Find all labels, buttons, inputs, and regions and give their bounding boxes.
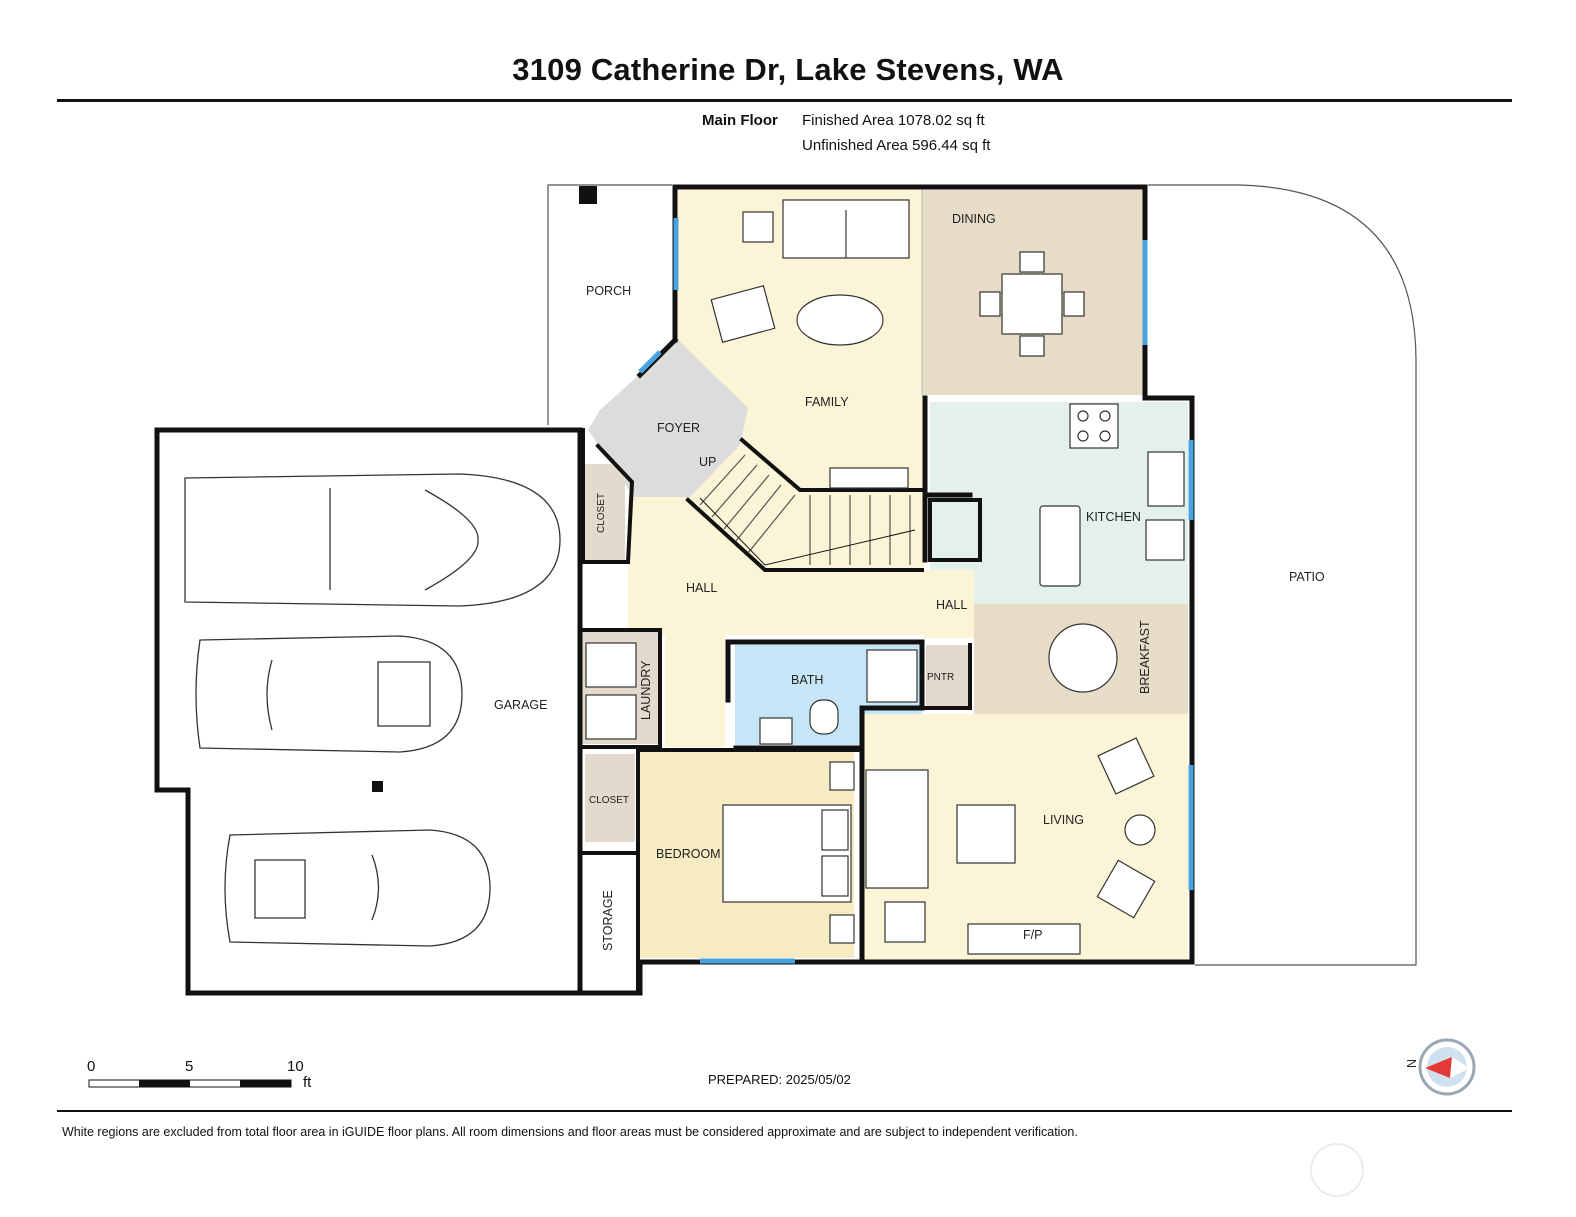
label-kitchen: KITCHEN bbox=[1086, 510, 1141, 524]
cars bbox=[184, 473, 561, 947]
stove bbox=[1069, 403, 1119, 449]
garage-wall bbox=[154, 427, 641, 996]
floor-label: Main Floor bbox=[702, 112, 778, 129]
closet-upper-fill bbox=[585, 464, 625, 560]
truck bbox=[184, 473, 561, 607]
label-hall-small: HALL bbox=[936, 598, 967, 612]
scale-tick-5: 5 bbox=[185, 1058, 194, 1075]
kitchen-island bbox=[1039, 505, 1081, 587]
label-dining: DINING bbox=[952, 212, 996, 226]
label-laundry: LAUNDRY bbox=[639, 660, 653, 720]
prepared-date: PREPARED: 2025/05/02 bbox=[708, 1072, 851, 1087]
closet-lower-fill bbox=[585, 754, 635, 842]
header-rule bbox=[57, 99, 1512, 102]
end-table bbox=[742, 211, 774, 243]
scale-unit: ft bbox=[303, 1074, 312, 1091]
stairs bbox=[699, 454, 916, 566]
sink bbox=[1147, 451, 1185, 507]
label-foyer: FOYER bbox=[657, 421, 700, 435]
compass-north: N bbox=[1405, 1059, 1419, 1068]
porch-post bbox=[579, 186, 597, 204]
label-breakfast: BREAKFAST bbox=[1138, 620, 1152, 694]
hall-small-fill bbox=[924, 570, 974, 638]
label-closet-upper: CLOSET bbox=[596, 493, 607, 533]
breakfast-table bbox=[1048, 623, 1118, 693]
dishwasher bbox=[1145, 519, 1185, 561]
washer bbox=[585, 642, 637, 688]
coffee-table bbox=[796, 294, 884, 346]
white-area-outlines bbox=[547, 184, 1417, 966]
fridge-block bbox=[928, 498, 982, 562]
label-up: UP bbox=[699, 455, 716, 469]
garage-post bbox=[372, 781, 383, 792]
dining-table bbox=[1001, 273, 1063, 335]
porch-outline bbox=[547, 184, 672, 425]
laundry-wall bbox=[578, 628, 662, 749]
side-table-living bbox=[1124, 814, 1156, 846]
label-pantry: PNTR bbox=[927, 672, 954, 683]
compass-icon: N bbox=[1405, 1038, 1476, 1096]
label-bath: BATH bbox=[791, 673, 823, 687]
pantry-fill bbox=[926, 645, 968, 707]
label-living: LIVING bbox=[1043, 813, 1084, 827]
hall-fill bbox=[628, 495, 924, 635]
furniture bbox=[585, 199, 1185, 955]
room-labels: PORCH DINING FAMILY FOYER UP CLOSET HALL… bbox=[494, 212, 1325, 951]
label-patio: PATIO bbox=[1289, 570, 1325, 584]
stair-wall bbox=[739, 437, 924, 492]
disclaimer: White regions are excluded from total fl… bbox=[62, 1125, 1078, 1139]
tv-stand bbox=[829, 467, 909, 489]
nightstand-bottom bbox=[829, 914, 855, 944]
scale-tick-10: 10 bbox=[287, 1058, 304, 1075]
stair-lower-wall bbox=[685, 497, 924, 572]
sofa-living bbox=[865, 769, 929, 889]
label-hall-main: HALL bbox=[686, 581, 717, 595]
watermark-icon bbox=[1310, 1143, 1364, 1197]
nightstand-top bbox=[829, 761, 855, 791]
closet-wall bbox=[581, 428, 635, 564]
vanity bbox=[759, 717, 793, 745]
foyer-fill bbox=[588, 340, 748, 497]
label-closet-lower: CLOSET bbox=[589, 795, 629, 806]
footer-rule bbox=[57, 1110, 1512, 1112]
label-garage: GARAGE bbox=[494, 698, 548, 712]
armchair-living-top bbox=[1097, 737, 1155, 795]
finished-area: Finished Area 1078.02 sq ft bbox=[802, 112, 985, 129]
fireplace bbox=[967, 923, 1081, 955]
windows bbox=[638, 218, 1194, 964]
label-family: FAMILY bbox=[805, 395, 849, 409]
scale-bar bbox=[88, 1079, 292, 1088]
dryer bbox=[585, 694, 637, 740]
toilet bbox=[809, 699, 839, 735]
end-table-living bbox=[884, 901, 926, 943]
armchair-living-bottom bbox=[1096, 859, 1156, 919]
shower bbox=[866, 649, 918, 703]
pantry-wall bbox=[920, 643, 972, 710]
plan-title: 3109 Catherine Dr, Lake Stevens, WA bbox=[512, 52, 1064, 87]
unfinished-area: Unfinished Area 596.44 sq ft bbox=[802, 137, 991, 154]
window-foyer bbox=[638, 350, 662, 374]
armchair-family bbox=[710, 285, 776, 343]
scale-tick-0: 0 bbox=[87, 1058, 96, 1075]
label-fireplace: F/P bbox=[1023, 928, 1042, 942]
label-bedroom: BEDROOM bbox=[656, 847, 721, 861]
patio-outline bbox=[1148, 184, 1417, 966]
label-porch: PORCH bbox=[586, 284, 631, 298]
coffee-table-living bbox=[956, 804, 1016, 864]
label-storage: STORAGE bbox=[601, 890, 615, 951]
hall-lower-fill bbox=[665, 635, 725, 747]
